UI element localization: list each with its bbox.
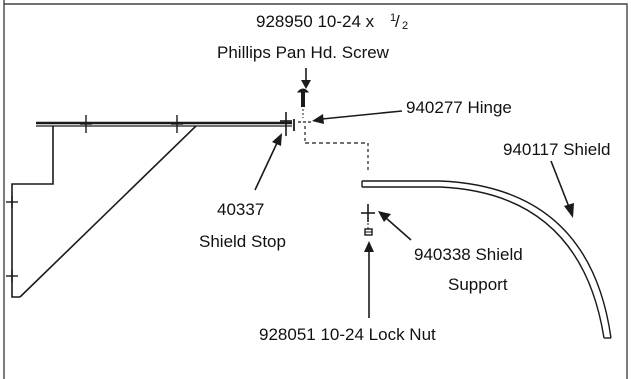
shield-support-leader	[385, 217, 412, 241]
frame-border	[3, 0, 628, 379]
shield-label: 940117 Shield	[503, 140, 610, 159]
lock-nut-label: 928051 10-24 Lock Nut	[259, 325, 436, 344]
shield-stop-part	[280, 112, 292, 136]
shield-support-label-line2: Support	[448, 275, 508, 294]
shield-support-label-line1: 940338 Shield	[414, 245, 523, 264]
shield-part	[361, 180, 612, 339]
hinge-leader	[321, 110, 403, 120]
fraction-slash: /	[395, 12, 400, 31]
shield-leader	[550, 160, 570, 208]
mounting-bracket	[6, 125, 197, 298]
screw-label-description: Phillips Pan Hd. Screw	[217, 43, 390, 62]
lock-nut-part	[364, 228, 373, 236]
top-rail	[36, 115, 292, 133]
shield-stop-label-number: 40337	[217, 200, 264, 219]
shield-stop-label-name: Shield Stop	[199, 232, 286, 251]
hinge-part	[293, 119, 369, 172]
screw-fraction-numerator: 1	[390, 12, 396, 24]
hinge-label: 940277 Hinge	[406, 98, 512, 117]
shield-support-part	[361, 204, 375, 229]
pan-head-screw-part	[296, 88, 310, 118]
screw-label-part-number: 928950 10-24 x	[256, 12, 375, 31]
shield-stop-leader	[254, 142, 278, 191]
leader-arrows	[254, 68, 574, 318]
screw-fraction-denominator: 2	[402, 20, 408, 32]
